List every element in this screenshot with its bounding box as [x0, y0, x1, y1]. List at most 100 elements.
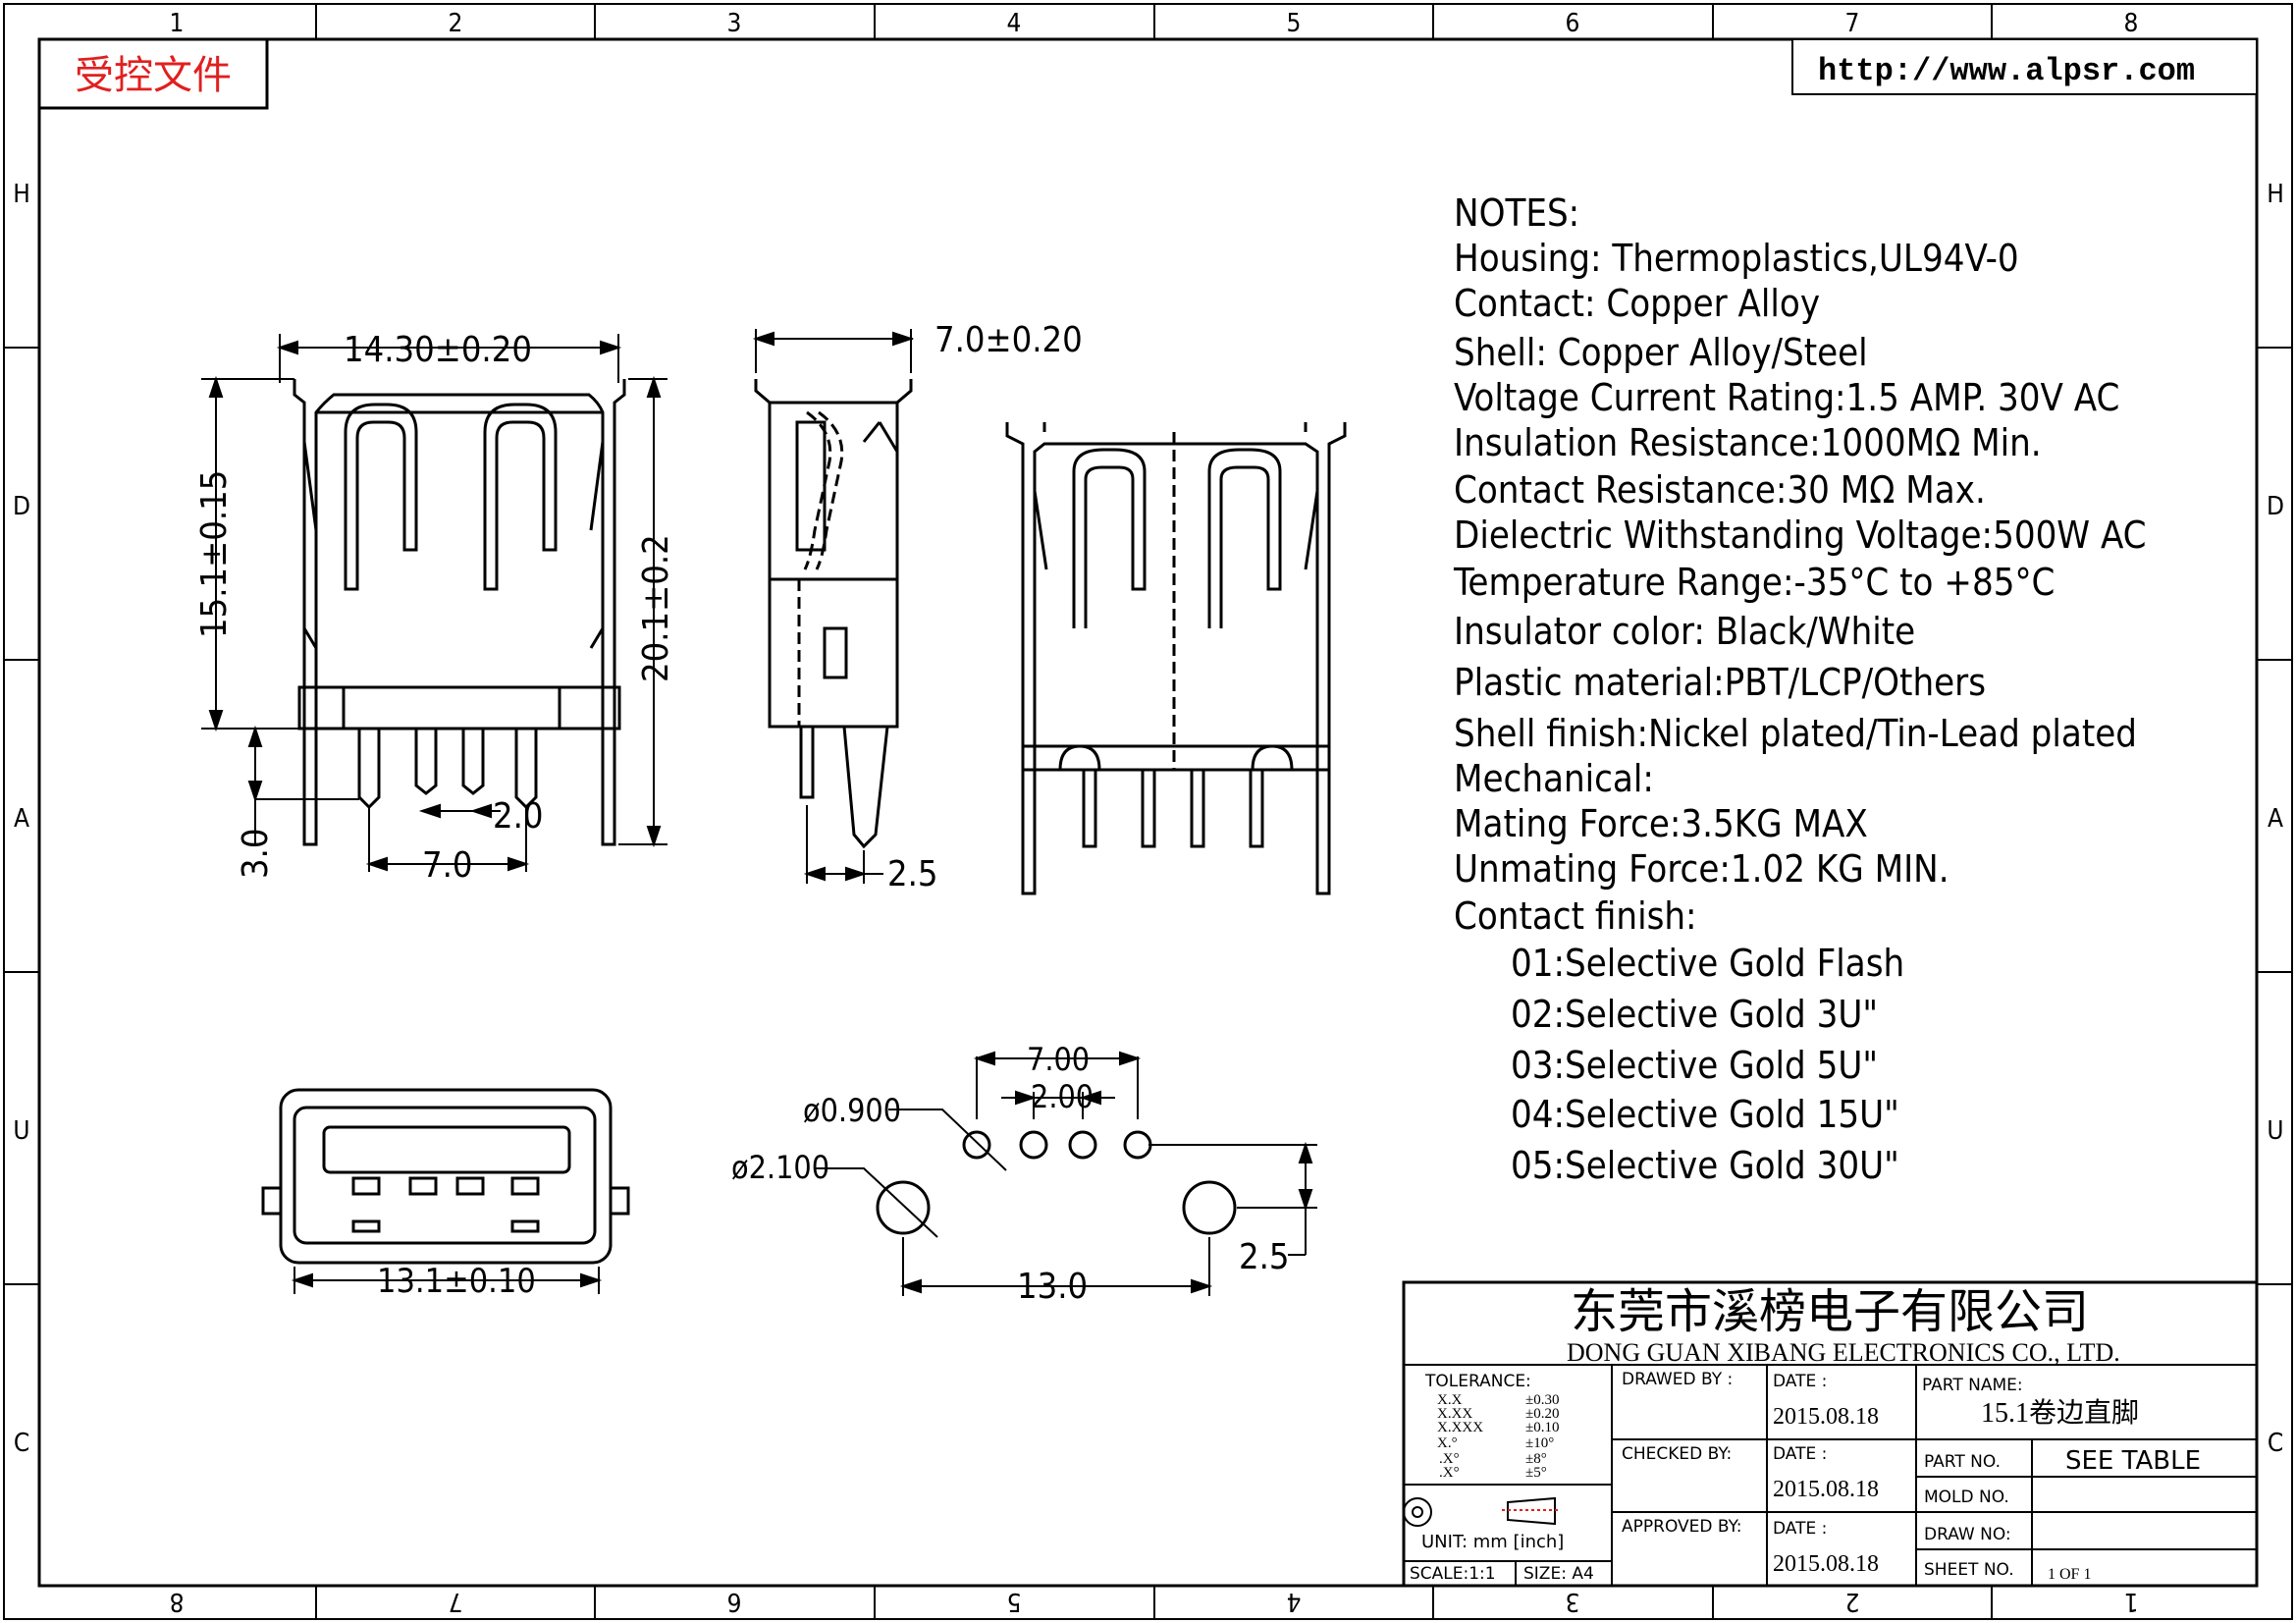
zone-bottom-7: 7: [449, 1587, 463, 1616]
drawn-date-label: DATE :: [1773, 1372, 1827, 1391]
dim-hole-small: ø0.900: [803, 1092, 901, 1129]
finish-option: 03:Selective Gold 5U": [1511, 1044, 1878, 1087]
note-line: Temperature Range:-35°C to +85°C: [1453, 561, 2055, 604]
tolerance-val: ±0.30: [1525, 1392, 1559, 1408]
side-view: [754, 379, 913, 849]
zone-bottom-4: 4: [1287, 1587, 1302, 1616]
zone-left-h: H: [13, 180, 30, 209]
size-label: SIZE: A4: [1523, 1564, 1594, 1584]
zone-left-d: D: [13, 492, 30, 521]
svg-text:受控文件: 受控文件: [75, 53, 232, 97]
part-no: SEE TABLE: [2065, 1446, 2201, 1476]
note-line: Insulator color: Black/White: [1454, 610, 1915, 653]
tolerance-key: X.XX: [1437, 1406, 1472, 1422]
company-name-cn: 东莞市溪榜电子有限公司: [1571, 1286, 2089, 1338]
approved-date: 2015.08.18: [1773, 1551, 1879, 1577]
back-view: [1005, 422, 1347, 895]
front-dimensions: [201, 334, 667, 872]
drawn-by-label: DRAWED BY :: [1622, 1370, 1733, 1389]
zone-top-4: 4: [1007, 9, 1022, 38]
tolerance-val: ±5°: [1525, 1465, 1547, 1481]
finish-option: 02:Selective Gold 3U": [1511, 993, 1878, 1036]
note-line: Contact: Copper Alloy: [1454, 282, 1820, 325]
zone-right-d: D: [2267, 492, 2284, 521]
zone-bottom-3: 3: [1566, 1587, 1580, 1616]
zone-top-6: 6: [1566, 9, 1580, 38]
zone-right-u: U: [2267, 1116, 2283, 1146]
draw-no-label: DRAW NO:: [1924, 1525, 2011, 1544]
zone-left-c: C: [14, 1429, 29, 1458]
pcb-layout: [876, 1130, 1237, 1235]
dim-side-pin: 2.5: [887, 854, 938, 894]
approved-date-label: DATE :: [1773, 1519, 1827, 1539]
zone-left-a: A: [14, 804, 29, 834]
zone-bottom-2: 2: [1845, 1587, 1860, 1616]
bottom-dimensions: [291, 1267, 603, 1294]
note-line: Voltage Current Rating:1.5 AMP. 30V AC: [1454, 376, 2119, 419]
sheet-no: 1 OF 1: [2048, 1566, 2091, 1583]
drawn-date: 2015.08.18: [1773, 1404, 1879, 1430]
title-block: [1402, 1280, 2259, 1588]
finish-option: 05:Selective Gold 30U": [1511, 1144, 1899, 1187]
tolerance-key: X.°: [1437, 1435, 1458, 1451]
tolerance-key: X.XXX: [1437, 1420, 1483, 1435]
note-line: Shell: Copper Alloy/Steel: [1454, 331, 1868, 374]
zone-left-u: U: [13, 1116, 29, 1146]
tolerance-val: ±10°: [1525, 1435, 1554, 1451]
zone-bottom-6: 6: [727, 1587, 742, 1616]
note-line: Plastic material:PBT/LCP/Others: [1454, 661, 1986, 704]
note-line: Mating Force:3.5KG MAX: [1454, 802, 1868, 845]
dim-side-width: 7.0±0.20: [934, 320, 1083, 360]
note-line: Insulation Resistance:1000MΩ Min.: [1454, 421, 2042, 464]
zone-right-a: A: [2268, 804, 2283, 834]
website-box: http://www.alpsr.com: [1791, 38, 2258, 95]
tolerance-val: ±0.20: [1525, 1406, 1559, 1422]
tolerance-key: X.X: [1437, 1392, 1463, 1408]
dim-bottom-width: 13.1±0.10: [377, 1262, 536, 1301]
pcb-dimensions: [815, 1051, 1317, 1296]
dim-pin-length: 3.0: [236, 829, 276, 880]
finish-option: 01:Selective Gold Flash: [1511, 942, 1904, 985]
note-line: Contact Resistance:30 MΩ Max.: [1454, 468, 1986, 512]
notes-title: NOTES:: [1454, 191, 1579, 235]
zone-bottom-5: 5: [1007, 1587, 1022, 1616]
bottom-view: [261, 1088, 630, 1265]
part-name-label: PART NAME:: [1922, 1376, 2023, 1395]
controlled-document-stamp: 受控文件: [37, 37, 269, 110]
zone-top-1: 1: [170, 9, 185, 38]
dim-front-height: 15.1±0.15: [194, 470, 235, 638]
note-line: Unmating Force:1.02 KG MIN.: [1454, 847, 1949, 891]
zone-bottom-8: 8: [170, 1587, 185, 1616]
checked-date-label: DATE :: [1773, 1444, 1827, 1464]
note-line: Contact finish:: [1454, 894, 1697, 938]
dim-pin-pitch: 2.0: [493, 796, 544, 837]
approved-by-label: APPROVED BY:: [1622, 1517, 1741, 1537]
tolerance-label: TOLERANCE:: [1424, 1372, 1531, 1391]
company-name-en: DONG GUAN XIBANG ELECTRONICS CO., LTD.: [1567, 1338, 2120, 1367]
zone-top-2: 2: [449, 9, 463, 38]
mold-no-label: MOLD NO.: [1924, 1488, 2009, 1507]
zone-right-c: C: [2268, 1429, 2283, 1458]
dim-total-height: 20.1±0.2: [636, 534, 676, 682]
note-line: Dielectric Withstanding Voltage:500W AC: [1454, 514, 2147, 557]
note-line: Shell finish:Nickel plated/Tin-Lead plat…: [1454, 712, 2137, 755]
zone-top-8: 8: [2124, 9, 2139, 38]
note-line: Housing: Thermoplastics,UL94V-0: [1454, 237, 2019, 280]
tolerance-key: .X°: [1439, 1451, 1460, 1467]
scale-label: SCALE:1:1: [1410, 1564, 1496, 1584]
checked-by-label: CHECKED BY:: [1622, 1444, 1732, 1464]
title-block-text: 东莞市溪榜电子有限公司 DONG GUAN XIBANG ELECTRONICS…: [1410, 1286, 2201, 1584]
dim-hole-large: ø2.100: [731, 1149, 829, 1186]
side-dimensions: [752, 329, 915, 884]
drawing-frame: [3, 3, 2293, 1620]
dim-pcb-span: 7.00: [1027, 1041, 1090, 1078]
zone-top-7: 7: [1845, 9, 1860, 38]
unit-label: UNIT: mm [inch]: [1421, 1532, 1564, 1552]
part-name: 15.1卷边直脚: [1981, 1397, 2139, 1429]
checked-date: 2015.08.18: [1773, 1477, 1879, 1502]
dim-pcb-offset: 2.5: [1239, 1237, 1290, 1277]
zone-right-h: H: [2267, 180, 2284, 209]
website-url: http://www.alpsr.com: [1818, 53, 2195, 89]
dim-front-width: 14.30±0.20: [344, 330, 532, 370]
zone-bottom-1: 1: [2124, 1587, 2139, 1616]
